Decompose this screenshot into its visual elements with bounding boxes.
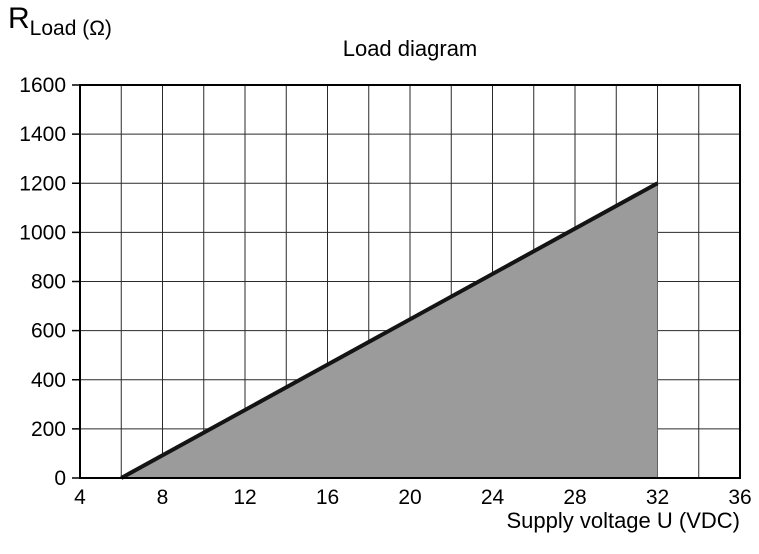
- y-axis-label-symbol: R: [8, 2, 30, 35]
- x-tick-label: 20: [398, 486, 421, 509]
- y-axis-label: RLoad (Ω): [8, 2, 112, 41]
- y-tick-label: 1200: [19, 172, 66, 195]
- x-tick-label: 28: [563, 486, 586, 509]
- y-tick-label: 800: [31, 271, 66, 294]
- x-tick-label: 4: [74, 486, 86, 509]
- y-axis-label-subscript: Load: [29, 17, 77, 40]
- y-axis-label-unit: (Ω): [76, 17, 112, 40]
- y-tick-label: 1000: [19, 221, 66, 244]
- y-tick-label: 200: [31, 418, 66, 441]
- x-tick-label: 12: [233, 486, 256, 509]
- x-tick-label: 36: [728, 486, 751, 509]
- x-tick-label: 32: [646, 486, 669, 509]
- x-tick-label: 16: [316, 486, 339, 509]
- y-tick-label: 400: [31, 369, 66, 392]
- y-tick-label: 0: [54, 467, 66, 490]
- y-tick-label: 1400: [19, 123, 66, 146]
- max-load-resistance-line: [120, 181, 659, 480]
- y-tick-label: 600: [31, 320, 66, 343]
- x-tick-label: 24: [481, 486, 505, 509]
- y-tick-label: 1600: [19, 74, 66, 97]
- x-axis-label: Supply voltage U (VDC): [506, 508, 740, 533]
- chart-title: Load diagram: [342, 36, 478, 61]
- x-tick-label: 8: [157, 486, 169, 509]
